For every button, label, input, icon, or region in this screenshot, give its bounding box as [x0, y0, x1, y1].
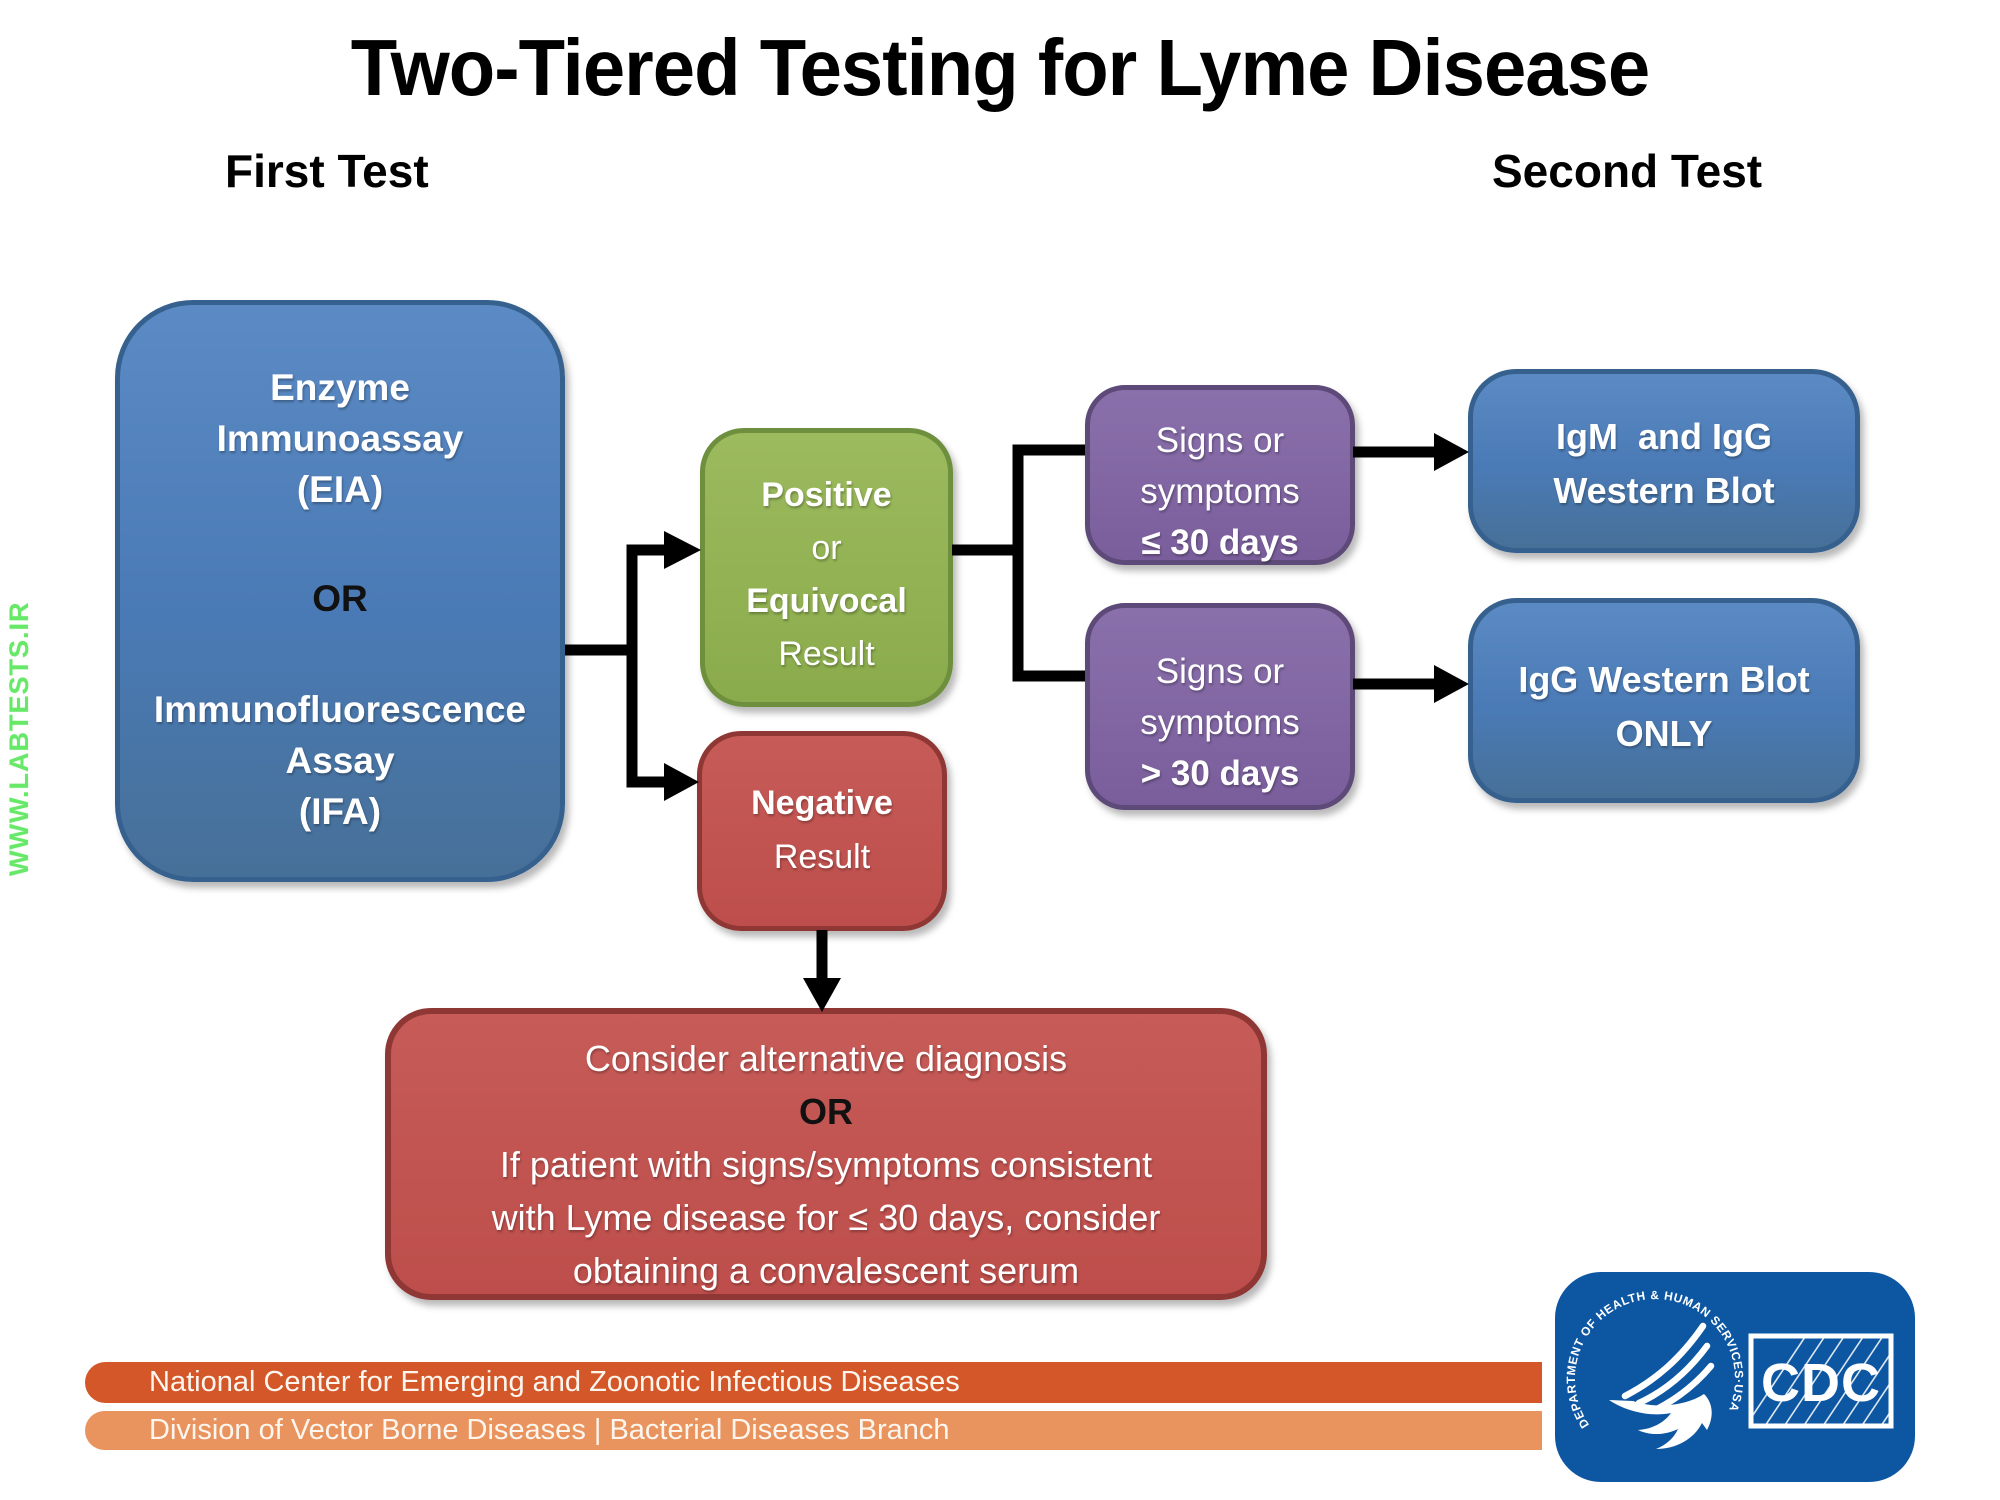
- eia-line-2: Immunoassay: [216, 418, 464, 459]
- first-test-box: Enzyme Immunoassay (EIA) OR Immunofluore…: [115, 300, 565, 882]
- cdc-logo-graphic: DEPARTMENT OF HEALTH & HUMAN SERVICES·US…: [1555, 1272, 1915, 1482]
- igg-line-1: IgG Western Blot: [1518, 659, 1810, 700]
- first-test-label: First Test: [225, 145, 429, 197]
- arrowhead-to-negative: [664, 763, 699, 801]
- alt-line-4: obtaining a convalescent serum: [572, 1250, 1080, 1291]
- negative-result-box: Negative Result: [697, 731, 947, 931]
- second-test-label: Second Test: [1492, 145, 1763, 197]
- igg-only-western-blot-box: IgG Western Blot ONLY: [1468, 598, 1860, 803]
- cdc-logo: DEPARTMENT OF HEALTH & HUMAN SERVICES·US…: [1555, 1272, 1915, 1482]
- positive-line-1: Positive: [761, 476, 892, 514]
- signs-early-line-3: ≤ 30 days: [1141, 523, 1299, 562]
- igm-line-1: IgM and IgG: [1556, 416, 1772, 457]
- footer-bar-secondary: Division of Vector Borne Diseases | Bact…: [85, 1411, 1542, 1450]
- watermark-label: WWW.LABTESTS.IR: [4, 601, 34, 876]
- ifa-line-3: (IFA): [298, 791, 382, 832]
- arrowhead-to-positive: [664, 531, 701, 569]
- eia-line-1: Enzyme: [270, 367, 410, 408]
- arrowhead-to-alternative: [803, 978, 841, 1012]
- arrowhead-to-igm: [1434, 433, 1469, 471]
- negative-line-2: Result: [773, 838, 871, 876]
- alt-line-3: with Lyme disease for ≤ 30 days, conside…: [491, 1197, 1161, 1238]
- hhs-eagle-icon: [1609, 1322, 1715, 1449]
- alt-or-label: OR: [799, 1091, 853, 1132]
- igg-line-2: ONLY: [1615, 713, 1713, 754]
- negative-line-1: Negative: [751, 784, 893, 822]
- ifa-line-2: Assay: [285, 740, 395, 781]
- first-test-or-label: OR: [312, 578, 368, 619]
- signs-late-line-3: > 30 days: [1140, 754, 1300, 793]
- footer-bar-primary-label: National Center for Emerging and Zoonoti…: [149, 1366, 960, 1398]
- alternative-diagnosis-box: Consider alternative diagnosis OR If pat…: [385, 1008, 1267, 1300]
- positive-line-4: Result: [778, 635, 875, 673]
- positive-line-3: Equivocal: [746, 582, 907, 620]
- eia-line-3: (EIA): [296, 469, 384, 510]
- igm-igg-western-blot-box: IgM and IgG Western Blot: [1468, 369, 1860, 553]
- cdc-box-outline: [1748, 1333, 1894, 1429]
- positive-result-box: Positive or Equivocal Result: [700, 428, 953, 707]
- page-title: Two-Tiered Testing for Lyme Disease: [350, 23, 1650, 112]
- arrowhead-to-igg: [1434, 665, 1469, 703]
- ifa-line-1: Immunofluorescence: [153, 689, 527, 730]
- signs-early-box: Signs or symptoms ≤ 30 days: [1085, 385, 1355, 565]
- alt-line-1: Consider alternative diagnosis: [584, 1038, 1068, 1079]
- footer-bar-secondary-label: Division of Vector Borne Diseases | Bact…: [149, 1414, 950, 1446]
- signs-late-line-1: Signs or: [1155, 652, 1285, 691]
- signs-early-line-2: symptoms: [1140, 472, 1300, 511]
- footer-bar-primary: National Center for Emerging and Zoonoti…: [85, 1362, 1542, 1403]
- connector-firsttest-split: [626, 544, 666, 788]
- cdc-acronym: CDC: [1761, 1353, 1881, 1413]
- signs-early-line-1: Signs or: [1155, 421, 1285, 460]
- signs-late-box: Signs or symptoms > 30 days: [1085, 603, 1355, 810]
- connector-positive-split: [1012, 444, 1085, 682]
- positive-line-2: or: [811, 529, 842, 567]
- signs-late-line-2: symptoms: [1140, 703, 1300, 742]
- igm-line-2: Western Blot: [1553, 470, 1775, 511]
- alt-line-2: If patient with signs/symptoms consisten…: [499, 1144, 1153, 1185]
